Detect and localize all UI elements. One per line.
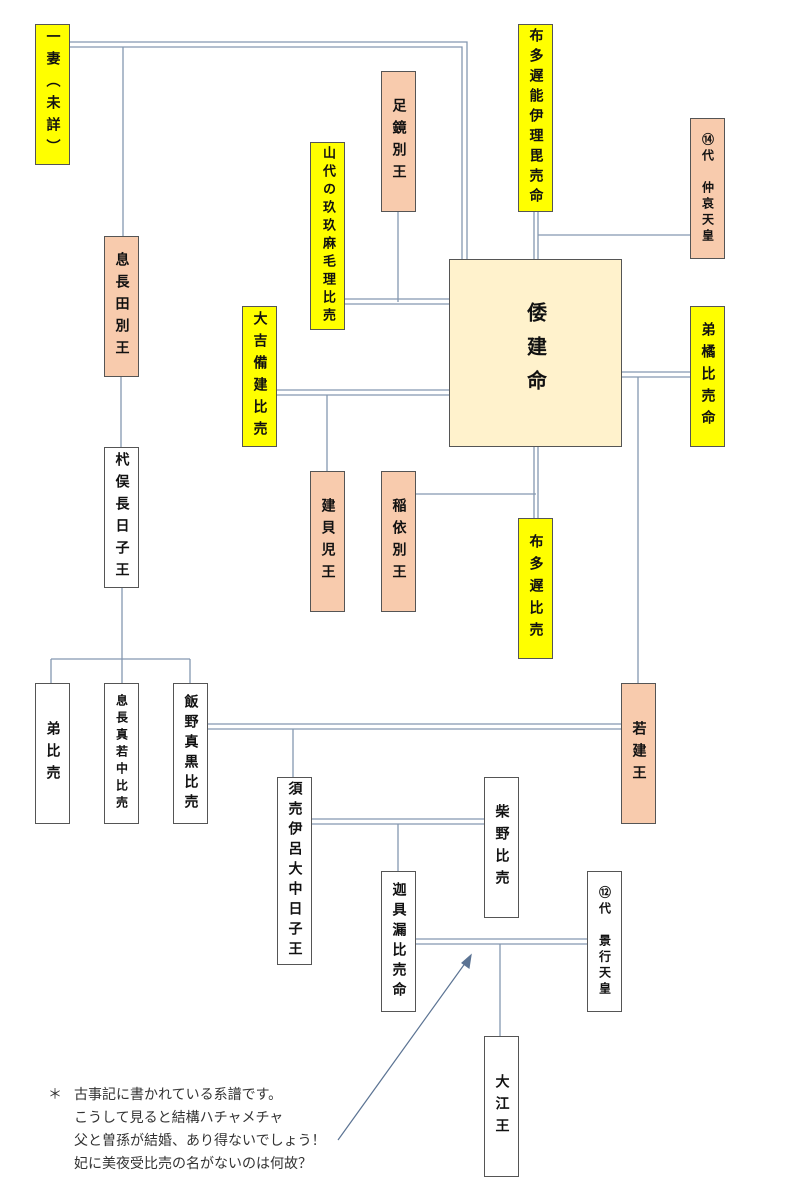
person-takekaiko: 建貝児王 (310, 471, 345, 612)
person-ototachibana: 弟橘比売命 (690, 306, 725, 447)
person-name: ⑭代 仲哀天皇 (700, 132, 715, 245)
marriage-line-tsuma (69, 41, 468, 259)
person-otohime: 弟比売 (35, 683, 70, 824)
person-futaji: 布多遅比売 (518, 518, 553, 659)
marriage-line-kibi (276, 389, 449, 396)
person-okinaga-tawake: 息長田別王 (104, 236, 139, 377)
person-shibano: 柴野比売 (484, 777, 519, 918)
person-okinaga-mawaka: 息長真若中比売 (104, 683, 139, 824)
note-line: こうして見ると結構ハチャメチャ (74, 1110, 284, 1126)
person-name: 迦具漏比売命 (390, 881, 407, 1002)
person-sume: 須売伊呂大中日子王 (277, 777, 312, 965)
person-name: 倭建命 (523, 302, 548, 404)
person-name: 足鏡別王 (390, 97, 407, 186)
person-yamato-takeru: 倭建命 (449, 259, 622, 447)
person-name: 杙俣長日子王 (113, 451, 130, 584)
marriage-line-futaji (533, 447, 539, 518)
descent-line-daughters (50, 588, 191, 683)
note-line: 父と曽孫が結婚、あり得ないでしょう！ (74, 1133, 326, 1149)
person-name: 布多遅能伊理毘売命 (527, 28, 544, 208)
person-name: ⑫代 景行天皇 (597, 885, 612, 998)
person-name: 息長田別王 (113, 251, 130, 362)
footnote: ＊ 古事記に書かれている系譜です。 こうして見ると結構ハチャメチャ 父と曽孫が結… (48, 1084, 326, 1176)
person-name: 布多遅比売 (527, 533, 544, 644)
person-name: 一妻（未詳） (44, 28, 61, 161)
person-wakatake: 若建王 (621, 683, 656, 824)
person-name: 柴野比売 (493, 803, 510, 892)
person-name: 山代の玖玖麻毛理比売 (320, 146, 335, 326)
person-yamashiro: 山代の玖玖麻毛理比売 (310, 142, 345, 330)
person-oe: 大江王 (484, 1036, 519, 1177)
note-marker: ＊ (48, 1087, 62, 1103)
person-chuai: ⑭代 仲哀天皇 (690, 118, 725, 259)
person-iino: 飯野真黒比売 (173, 683, 208, 824)
person-name: 稲依別王 (390, 497, 407, 586)
note-line: 妃に美夜受比売の名がないのは何故？ (74, 1156, 312, 1172)
marriage-line-futaji-iri (533, 212, 539, 259)
person-name: 息長真若中比売 (114, 694, 129, 813)
person-tsuma: 一妻（未詳） (35, 24, 70, 165)
person-name: 建貝児王 (319, 497, 336, 586)
marriage-line-iino-wakatake (207, 723, 621, 730)
marriage-line-sume-shibano (311, 818, 484, 825)
person-name: 大江王 (493, 1073, 510, 1140)
person-kaguro: 迦具漏比売命 (381, 871, 416, 1012)
marriage-line-kaguro-keiko (415, 938, 587, 945)
person-name: 弟比売 (44, 720, 61, 787)
person-name: 若建王 (630, 720, 647, 787)
arrow (337, 953, 472, 1141)
person-inayori: 稲依別王 (381, 471, 416, 612)
marriage-line-ototachibana (621, 371, 690, 378)
person-name: 飯野真黒比売 (182, 693, 199, 814)
note-line: 古事記に書かれている系譜です。 (74, 1087, 283, 1103)
person-keiko: ⑫代 景行天皇 (587, 871, 622, 1012)
person-name: 大吉備建比売 (251, 310, 268, 443)
person-kuimata: 杙俣長日子王 (104, 447, 139, 588)
person-name: 須売伊呂大中日子王 (286, 781, 303, 961)
person-futaji-iri: 布多遅能伊理毘売命 (518, 24, 553, 212)
person-ashikagami: 足鏡別王 (381, 71, 416, 212)
person-name: 弟橘比売命 (699, 321, 716, 432)
person-kibi: 大吉備建比売 (242, 306, 277, 447)
marriage-line-yamashiro (345, 298, 449, 305)
